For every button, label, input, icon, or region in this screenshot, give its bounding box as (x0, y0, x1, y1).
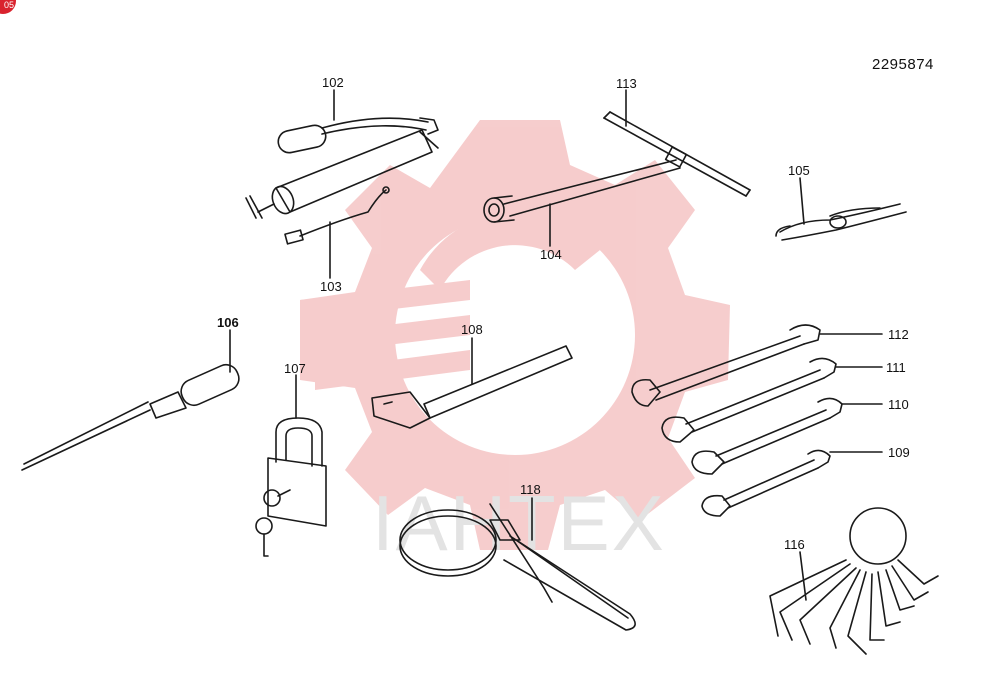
callout-110: 110 (888, 397, 909, 412)
callout-116: 116 (784, 537, 805, 552)
callout-109: 109 (888, 445, 910, 460)
callout-118: 118 (520, 482, 541, 497)
document-number: 2295874 (872, 56, 934, 73)
t-handle-wrench-113[interactable] (503, 111, 751, 217)
callout-106: 106 (217, 315, 239, 330)
callout-103: 103 (320, 279, 342, 294)
watermark-text: IAHTEX (372, 479, 666, 567)
grease-gun-102[interactable] (245, 117, 439, 219)
pliers-105[interactable] (775, 203, 907, 241)
wrench-112[interactable] (631, 324, 821, 407)
screwdriver-106[interactable] (21, 361, 243, 471)
corner-badge: 05 (0, 0, 16, 14)
callout-111: 111 (886, 360, 906, 375)
callout-104: 104 (540, 247, 562, 262)
padlock-107[interactable] (255, 417, 327, 557)
strap-wrench-118[interactable] (399, 503, 636, 631)
callout-107: 107 (284, 361, 306, 376)
hex-key-set-116[interactable] (769, 507, 939, 655)
callout-108: 108 (461, 322, 483, 337)
grease-hose-103[interactable] (284, 186, 390, 245)
wrench-111[interactable] (661, 357, 837, 443)
callout-105: 105 (788, 163, 810, 178)
wrench-110[interactable] (691, 397, 843, 475)
callout-102: 102 (322, 75, 344, 90)
socket-104[interactable] (483, 195, 515, 223)
callout-113: 113 (616, 76, 637, 91)
callout-112: 112 (888, 327, 909, 342)
wrench-109[interactable] (701, 449, 831, 517)
hammer-108[interactable] (371, 345, 573, 429)
